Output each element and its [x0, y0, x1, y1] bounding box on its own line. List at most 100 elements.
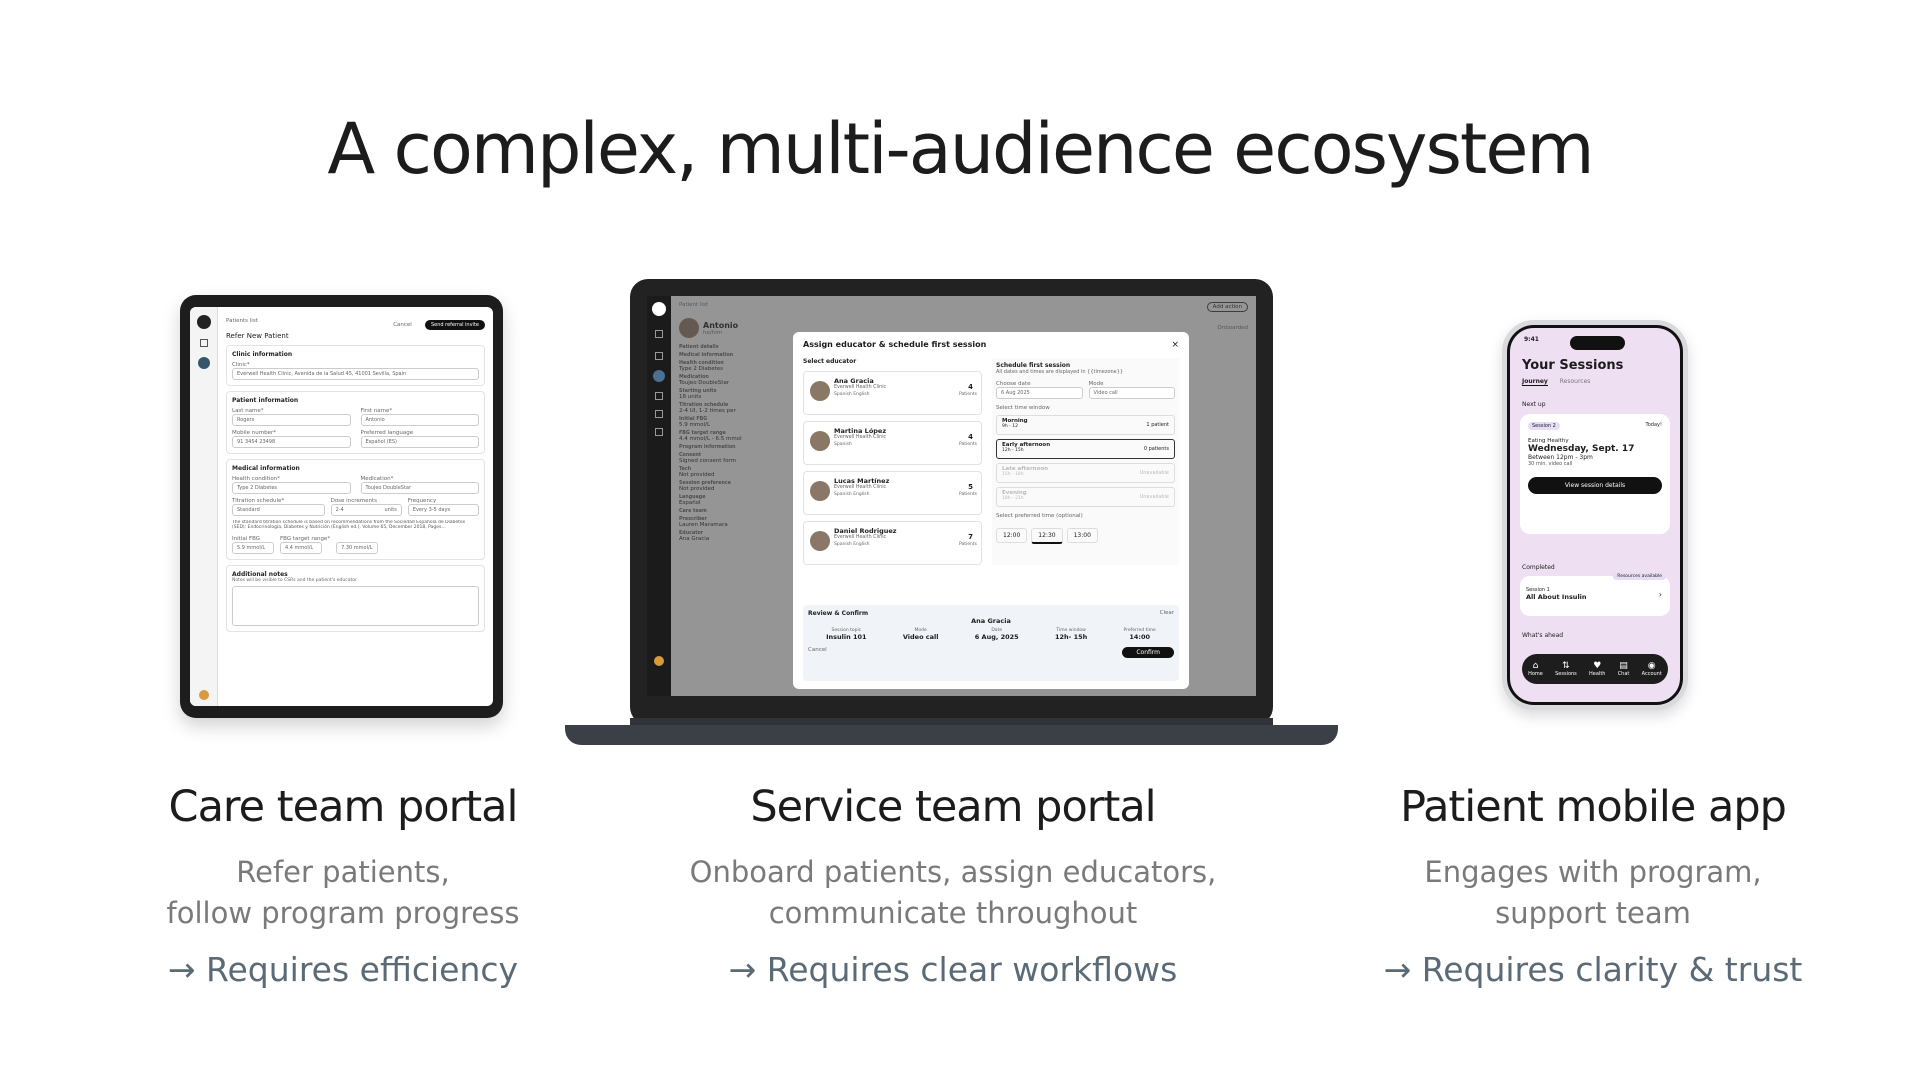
educator-avatar: [810, 431, 830, 451]
detail-key: Initial FBG: [679, 417, 708, 422]
notes-textarea[interactable]: [232, 586, 479, 626]
breadcrumb[interactable]: Patient list: [679, 302, 708, 308]
patient-count-unit: Patients: [958, 392, 977, 397]
logo-icon: [196, 315, 211, 329]
target-high-input[interactable]: 7.30 mmol/L: [336, 542, 379, 554]
detail-key: Medication: [679, 375, 709, 380]
tab-label: Chat: [1617, 671, 1630, 677]
confirm-button[interactable]: Confirm: [1122, 647, 1174, 658]
target-low-input[interactable]: 4.4 mmol/L: [280, 542, 322, 554]
service-team-requirement: → Requires clear workflows: [728, 950, 1178, 989]
completed-session-card[interactable]: Resources available Session 1 All About …: [1520, 573, 1670, 616]
chat-icon[interactable]: [655, 410, 663, 418]
first-name-input[interactable]: Antonio: [360, 414, 479, 426]
cancel-button[interactable]: Cancel: [808, 647, 827, 653]
tab-journey[interactable]: Journey: [1522, 378, 1548, 386]
reports-icon[interactable]: [655, 428, 663, 436]
clear-button[interactable]: Clear: [1159, 610, 1174, 616]
breadcrumb[interactable]: Patients list: [226, 317, 258, 324]
field-label: Preferred language: [360, 430, 414, 436]
referral-form: Patients list Cancel Send referral invit…: [218, 307, 493, 706]
titration-select[interactable]: Standard: [232, 504, 325, 516]
tab-home[interactable]: ⌂Home: [1528, 661, 1543, 677]
avatar[interactable]: [199, 690, 209, 700]
last-name-input[interactable]: Rogers: [232, 414, 351, 426]
educator-name: Martina López: [834, 427, 887, 435]
tab-resources[interactable]: Resources: [1559, 378, 1591, 385]
review-educator: Ana Gracia: [971, 617, 1011, 625]
time-window-status: 1 patient: [1146, 422, 1169, 428]
care-team-subtitle: Refer patients,follow program progress: [43, 852, 643, 934]
medication-select[interactable]: Toujeo DoubleStar: [360, 482, 479, 494]
sessions-icon: ⇅: [1562, 661, 1570, 671]
home-icon[interactable]: [199, 339, 208, 347]
cancel-button[interactable]: Cancel: [393, 322, 412, 328]
frequency-input[interactable]: Every 3-5 days: [407, 504, 480, 516]
service-team-subtitle: Onboard patients, assign educators,commu…: [653, 852, 1253, 934]
patients-icon[interactable]: [653, 370, 665, 382]
clinic-select[interactable]: Everwell Health Clinic, Avenida de la Sa…: [232, 368, 479, 380]
add-action-button[interactable]: Add action: [1206, 302, 1248, 312]
condition-select[interactable]: Type 2 Diabetes: [232, 482, 351, 494]
tab-sessions[interactable]: ⇅Sessions: [1555, 661, 1577, 677]
time-window-range: 15h - 18h: [1002, 472, 1024, 477]
home-icon[interactable]: [655, 330, 663, 338]
close-icon[interactable]: ×: [1171, 340, 1179, 350]
review-value: 14:00: [1129, 633, 1151, 641]
patient-name: Antonio: [703, 320, 739, 330]
tasks-icon[interactable]: [655, 392, 663, 400]
time-pill[interactable]: 12:00: [996, 528, 1028, 543]
view-session-button[interactable]: View session details: [1528, 477, 1662, 494]
detail-value: 18 units: [679, 394, 702, 400]
review-value: Insulin 101: [826, 633, 867, 641]
field-label: First name*: [360, 408, 393, 414]
section-title: Clinic information: [232, 351, 293, 358]
whats-ahead-label: What's ahead: [1522, 632, 1564, 639]
tab-chat[interactable]: ▤Chat: [1618, 661, 1630, 677]
patients-icon[interactable]: [197, 357, 210, 369]
time-pill[interactable]: 13:00: [1066, 528, 1098, 543]
subtitle-line: support team: [1495, 896, 1691, 930]
field-label: Titration schedule*: [232, 498, 285, 504]
educator-name: Ana Gracia: [834, 377, 874, 385]
language-select[interactable]: Español (ES): [360, 436, 479, 448]
dose-input[interactable]: 2-4 units: [330, 504, 402, 516]
dose-value: 2-4: [335, 507, 344, 513]
section-title: Select educator: [803, 358, 857, 365]
time-window-status: 0 patients: [1143, 446, 1169, 452]
detail-key: Session preference: [679, 481, 731, 486]
detail-key: Program information: [679, 445, 736, 450]
tab-account[interactable]: ◉Account: [1642, 661, 1662, 677]
send-referral-button[interactable]: Send referral invite: [424, 320, 485, 330]
educator-clinic: Everwell Health Clinic: [834, 385, 887, 390]
tab-health[interactable]: ♥Health: [1589, 661, 1605, 677]
avatar[interactable]: [654, 656, 664, 666]
date-picker[interactable]: 6 Aug 2025: [996, 387, 1083, 399]
section-title: Schedule first session: [996, 362, 1071, 369]
fbg-input[interactable]: 5.9 mmol/L: [232, 542, 274, 554]
mobile-input[interactable]: 91 3454 23498: [232, 436, 351, 448]
home-icon: ⌂: [1532, 661, 1539, 671]
mode-select[interactable]: Video call: [1088, 387, 1175, 399]
educator-clinic: Everwell Health Clinic: [834, 485, 887, 490]
patient-count-unit: Patients: [958, 442, 977, 447]
modal-overlay[interactable]: Assign educator & schedule first session…: [671, 296, 1256, 696]
inbox-icon[interactable]: [655, 352, 663, 360]
subtitle-line: Onboard patients, assign educators,: [689, 855, 1217, 889]
modal-title: Assign educator & schedule first session: [803, 340, 987, 349]
time-pill[interactable]: 12:30: [1031, 528, 1063, 544]
detail-key: Starting units: [679, 389, 717, 394]
